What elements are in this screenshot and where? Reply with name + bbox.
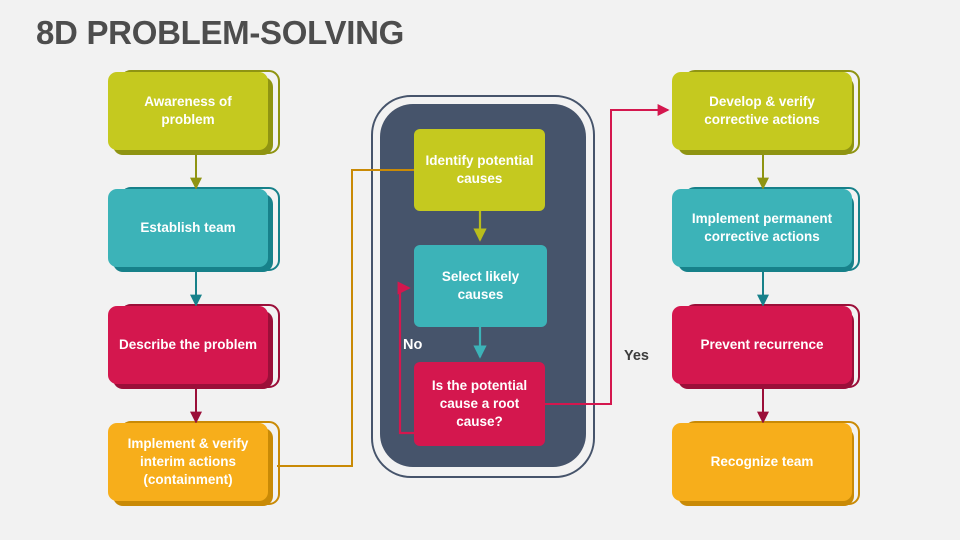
node-is-potential-cause-root-cause[interactable]: Is the potential cause a root cause? — [414, 362, 545, 446]
connector-decision-no-loop-to-select — [397, 281, 414, 435]
node-label: Recognize team — [710, 454, 814, 470]
connector-decision-yes-to-develop — [545, 104, 670, 405]
node-label: Awareness of problem — [144, 94, 232, 127]
node-prevent-recurrence[interactable]: Prevent recurrence — [672, 306, 852, 384]
node-select-likely-causes[interactable]: Select likely causes — [414, 245, 547, 327]
node-label: Is the potential cause a root cause? — [431, 377, 528, 430]
node-identify-potential-causes[interactable]: Identify potential causes — [414, 129, 545, 211]
node-describe-the-problem[interactable]: Describe the problem — [108, 306, 268, 384]
node-label: Establish team — [140, 220, 236, 236]
node-label: Implement & verify interim actions (cont… — [127, 436, 249, 487]
node-label: Describe the problem — [118, 337, 258, 353]
node-implement-verify-interim-actions[interactable]: Implement & verify interim actions (cont… — [108, 423, 268, 501]
node-label: Implement permanent corrective actions — [691, 211, 833, 244]
node-label: Develop & verify corrective actions — [704, 94, 820, 127]
node-develop-verify-corrective-actions[interactable]: Develop & verify corrective actions — [672, 72, 852, 150]
node-recognize-team[interactable]: Recognize team — [672, 423, 852, 501]
node-label: Prevent recurrence — [700, 337, 824, 353]
root-cause-panel-outline — [371, 95, 595, 478]
decision-label-no: No — [403, 337, 423, 353]
decision-label-yes: Yes — [624, 348, 649, 364]
connector-containment-to-identify — [277, 169, 414, 467]
page-title: 8D PROBLEM-SOLVING — [36, 14, 405, 51]
node-awareness-of-problem[interactable]: Awareness of problem — [108, 72, 268, 150]
node-implement-permanent-corrective-actions[interactable]: Implement permanent corrective actions — [672, 189, 852, 267]
node-label: Identify potential causes — [425, 152, 534, 186]
node-establish-team[interactable]: Establish team — [108, 189, 268, 267]
node-label: Select likely causes — [441, 268, 520, 302]
